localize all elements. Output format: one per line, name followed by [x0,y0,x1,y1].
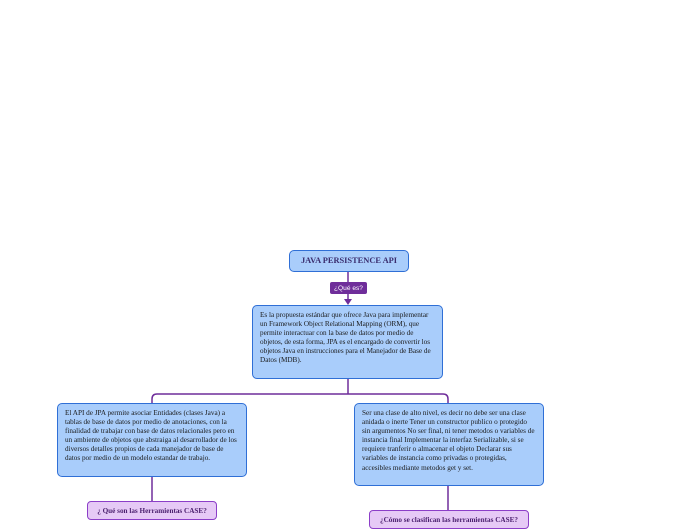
connector-branch [151,393,449,403]
root-node[interactable]: JAVA PERSISTENCE API [289,250,409,272]
arrowhead [344,299,352,305]
left-description-text: El API de JPA permite asociar Entidades … [65,409,237,463]
left-description-node[interactable]: El API de JPA permite asociar Entidades … [57,403,247,477]
definition-node[interactable]: Es la propuesta estándar que ofrece Java… [252,305,443,379]
root-label: JAVA PERSISTENCE API [300,256,398,266]
question-case-tools-label: ¿ Qué son las Herramientas CASE? [97,506,207,515]
question-case-tools-node[interactable]: ¿ Qué son las Herramientas CASE? [87,501,217,520]
right-description-text: Ser una clase de alto nivel, es decir no… [362,409,535,472]
right-description-node[interactable]: Ser una clase de alto nivel, es decir no… [354,403,544,486]
definition-text: Es la propuesta estándar que ofrece Java… [260,311,431,365]
connector-label-que-es[interactable]: ¿Qué es? [330,282,367,294]
